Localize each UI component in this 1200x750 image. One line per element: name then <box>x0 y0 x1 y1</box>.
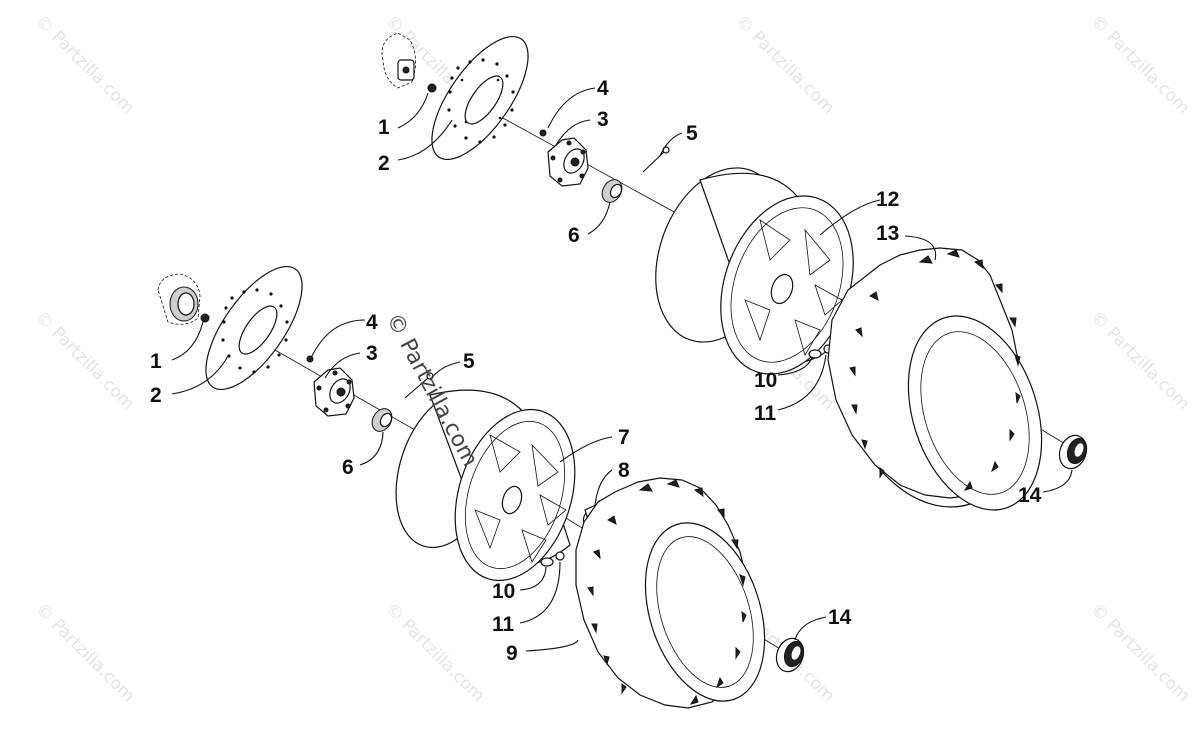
watermark-bottom-center: © Partzilla.com <box>381 599 488 706</box>
top-rim <box>655 167 854 375</box>
top-hub-cap <box>1058 434 1088 470</box>
top-assembly <box>381 32 1088 511</box>
callout-bottom-8: 8 <box>618 459 630 482</box>
bottom-hub <box>313 367 355 417</box>
callouts: 1 2 4 3 5 6 12 13 10 11 14 1 2 4 3 5 6 7… <box>150 77 1042 665</box>
bottom-valve-stem <box>540 551 565 567</box>
bottom-brake-disc <box>205 265 303 391</box>
top-bolt-4 <box>539 129 547 137</box>
watermark-top-left: © Partzilla.com <box>31 11 138 118</box>
callout-bottom-11: 11 <box>492 613 515 636</box>
top-brake-disc <box>431 35 529 161</box>
callout-top-4: 4 <box>597 77 609 100</box>
top-tire <box>827 247 1043 511</box>
watermark-bottom-left: © Partzilla.com <box>31 599 138 706</box>
callout-bottom-3: 3 <box>366 342 378 365</box>
callout-bottom-1: 1 <box>150 350 162 373</box>
callout-bottom-4: 4 <box>366 311 378 334</box>
bottom-caliper <box>157 273 201 325</box>
callout-bottom-7: 7 <box>618 426 630 449</box>
watermark-top-right: © Partzilla.com <box>1086 11 1193 118</box>
callout-top-13: 13 <box>876 222 899 245</box>
callout-bottom-6: 6 <box>342 456 354 479</box>
top-cotter-pin <box>642 146 670 173</box>
top-bolt <box>427 83 437 93</box>
callout-bottom-2: 2 <box>150 384 162 407</box>
top-caliper <box>381 32 416 89</box>
callout-top-6: 6 <box>568 224 580 247</box>
callout-bottom-14: 14 <box>828 606 852 629</box>
bottom-assembly <box>157 265 805 709</box>
top-hub <box>547 137 589 187</box>
callout-bottom-5: 5 <box>463 350 475 373</box>
bottom-tire <box>575 477 766 709</box>
watermark-mid-left: © Partzilla.com <box>31 307 138 414</box>
bottom-nut <box>371 408 393 432</box>
callout-bottom-9: 9 <box>506 642 518 665</box>
bottom-hub-cap <box>775 637 805 673</box>
callout-top-2: 2 <box>378 152 390 175</box>
callout-top-1: 1 <box>378 116 390 139</box>
watermark-bottom-right: © Partzilla.com <box>1086 599 1193 706</box>
callout-bottom-10: 10 <box>492 580 515 603</box>
bottom-bolt <box>200 313 210 323</box>
callout-top-12: 12 <box>876 188 899 211</box>
leader-lines <box>171 87 1073 652</box>
bottom-bolt-4 <box>306 355 314 363</box>
callout-top-5: 5 <box>686 122 698 145</box>
watermark-mid-right: © Partzilla.com <box>1086 307 1193 414</box>
bottom-rim <box>395 389 576 582</box>
callout-top-14: 14 <box>1018 484 1042 507</box>
callout-top-11: 11 <box>754 402 777 425</box>
callout-top-10: 10 <box>754 369 777 392</box>
top-nut <box>601 179 623 203</box>
watermark-top-center-right: © Partzilla.com <box>731 11 838 118</box>
callout-top-3: 3 <box>597 108 609 131</box>
